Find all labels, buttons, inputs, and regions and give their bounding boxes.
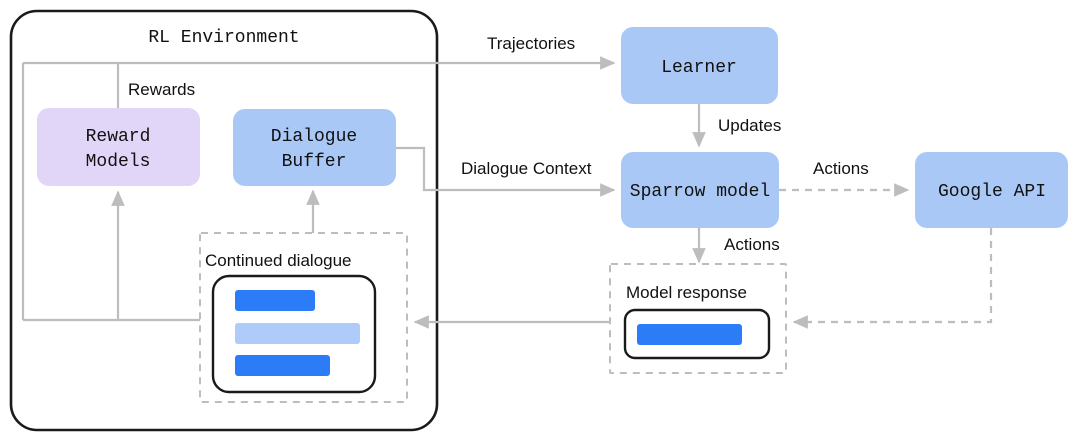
label-actions-api: Actions <box>813 159 869 178</box>
node-google-api[interactable]: Google API <box>915 152 1068 228</box>
chat-bubble-3 <box>235 355 330 376</box>
model-response-border <box>609 263 787 374</box>
continued-dialogue-title: Continued dialogue <box>205 251 352 270</box>
dialogue-buffer-label-line2: Buffer <box>282 152 347 172</box>
node-sparrow-model[interactable]: Sparrow model <box>621 152 779 228</box>
reward-models-box[interactable] <box>37 108 200 186</box>
node-learner[interactable]: Learner <box>621 27 778 104</box>
learner-box[interactable] <box>621 27 778 104</box>
sparrow-model-box[interactable] <box>621 152 779 228</box>
label-updates: Updates <box>718 116 781 135</box>
label-rewards: Rewards <box>128 80 195 99</box>
node-reward-models[interactable]: Reward Models <box>37 108 200 186</box>
label-actions-response: Actions <box>724 235 780 254</box>
learner-label: Learner <box>661 58 737 78</box>
continued-dialogue-border <box>199 232 408 403</box>
label-trajectories: Trajectories <box>487 34 575 53</box>
chat-bubble-1 <box>235 290 315 311</box>
group-continued-dialogue: Continued dialogue <box>199 232 408 403</box>
chat-bubble-2 <box>235 323 360 344</box>
model-response-bubble-1 <box>637 324 742 345</box>
google-api-return-line <box>792 228 993 329</box>
env-routing-lines <box>21 63 320 322</box>
google-api-label: Google API <box>938 182 1046 202</box>
google-api-box[interactable] <box>915 152 1068 228</box>
node-dialogue-buffer[interactable]: Dialogue Buffer <box>233 109 396 186</box>
group-model-response: Model response <box>609 263 787 374</box>
reward-models-label-line2: Models <box>86 152 151 172</box>
edge-dialogue-context <box>396 146 616 197</box>
model-response-title: Model response <box>626 283 747 302</box>
reward-models-label-line1: Reward <box>86 127 151 147</box>
dialogue-buffer-box[interactable] <box>233 109 396 186</box>
rl-environment-title: RL Environment <box>148 28 299 48</box>
dialogue-context-line <box>396 146 616 197</box>
dialogue-buffer-label-line1: Dialogue <box>271 127 357 147</box>
label-dialogue-context: Dialogue Context <box>461 159 592 178</box>
edge-google-api-return <box>792 228 993 329</box>
sparrow-model-label: Sparrow model <box>630 182 770 202</box>
